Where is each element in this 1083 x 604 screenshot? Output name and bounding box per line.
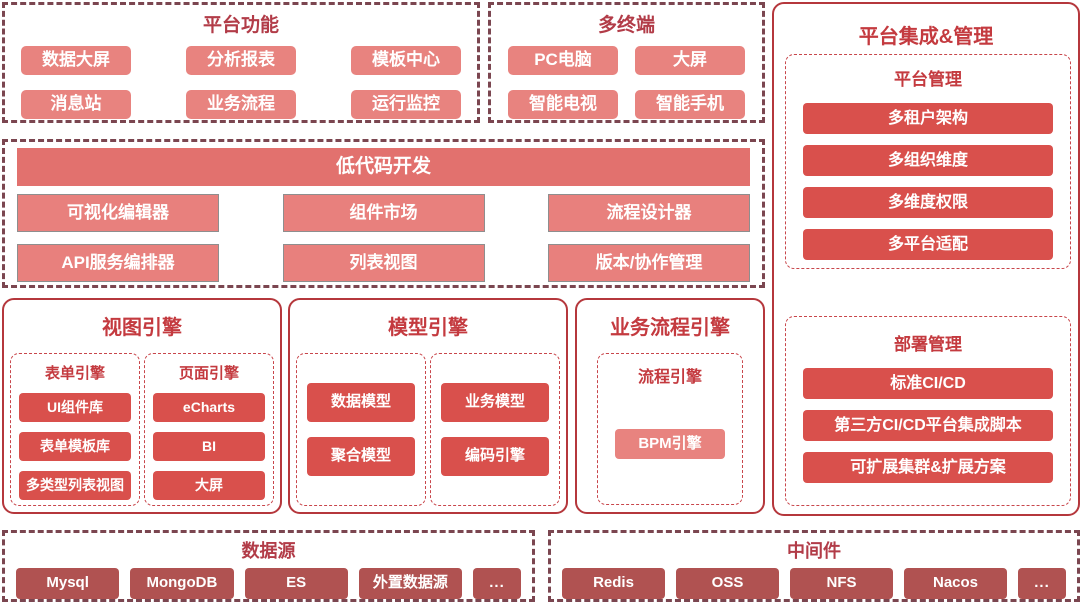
es-block: ES [244,568,348,599]
form-engine-title: 表单引擎 [44,365,105,382]
multi-terminal-title: 多终端 [597,15,655,36]
model-engine-left-group: 数据模型 聚合模型 [296,353,426,506]
bpm-engine-block: BPM引擎 [615,429,725,459]
model-engine-section: 模型引擎 数据模型 聚合模型 业务模型 编码引擎 [288,298,568,514]
low-code-title-bar: 低代码开发 [17,148,750,186]
platform-mgmt-group: 平台管理 多租户架构 多组织维度 多维度权限 多平台适配 [785,54,1071,269]
version-collab-block: 版本/协作管理 [548,244,750,282]
api-orchestrator-block: API服务编排器 [17,244,219,282]
business-model-block: 业务模型 [441,383,549,422]
message-station-block: 消息站 [21,90,131,119]
platform-features-grid: 数据大屏 分析报表 模板中心 消息站 业务流程 运行监控 [21,46,461,119]
view-engine-groups: 表单引擎 UI组件库 表单模板库 多类型列表视图 页面引擎 eCharts BI… [4,353,280,506]
pc-block: PC电脑 [508,46,618,75]
oss-block: OSS [676,568,779,599]
flow-engine-title: 流程引擎 [637,369,702,386]
platform-features-title: 平台功能 [202,15,279,36]
middleware-row: Redis OSS NFS Nacos ... [562,568,1066,599]
operation-monitor-block: 运行监控 [351,90,461,119]
middleware-section: 中间件 Redis OSS NFS Nacos ... [548,530,1080,602]
multi-org-block: 多组织维度 [803,145,1053,176]
deploy-mgmt-title: 部署管理 [894,335,962,354]
form-engine-group: 表单引擎 UI组件库 表单模板库 多类型列表视图 [10,353,140,506]
model-engine-title: 模型引擎 [388,317,468,339]
multi-permission-block: 多维度权限 [803,187,1053,218]
multi-tenant-block: 多租户架构 [803,103,1053,134]
smart-tv-block: 智能电视 [508,90,618,119]
low-code-grid: 可视化编辑器 组件市场 流程设计器 API服务编排器 列表视图 版本/协作管理 [15,194,752,282]
analytics-report-block: 分析报表 [186,46,296,75]
scalable-cluster-block: 可扩展集群&扩展方案 [803,452,1053,483]
deploy-mgmt-group: 部署管理 标准CI/CD 第三方CI/CD平台集成脚本 可扩展集群&扩展方案 [785,316,1071,506]
view-engine-section: 视图引擎 表单引擎 UI组件库 表单模板库 多类型列表视图 页面引擎 eChar… [2,298,282,514]
platform-features-section: 平台功能 数据大屏 分析报表 模板中心 消息站 业务流程 运行监控 [2,2,480,123]
big-screen-block: 大屏 [635,46,745,75]
data-model-block: 数据模型 [307,383,415,422]
low-code-section: 低代码开发 可视化编辑器 组件市场 流程设计器 API服务编排器 列表视图 版本… [2,139,765,288]
process-designer-block: 流程设计器 [548,194,750,232]
business-flow-block: 业务流程 [186,90,296,119]
view-engine-title: 视图引擎 [102,317,182,339]
datasource-more-block: ... [473,568,521,599]
bi-block: BI [153,432,265,461]
component-market-block: 组件市场 [282,194,485,232]
data-sources-section: 数据源 Mysql MongoDB ES 外置数据源 ... [2,530,535,602]
coding-engine-block: 编码引擎 [441,437,549,476]
ui-component-lib-block: UI组件库 [19,393,131,422]
visual-editor-block: 可视化编辑器 [17,194,219,232]
model-engine-right-group: 业务模型 编码引擎 [430,353,560,506]
platform-integration-title: 平台集成&管理 [858,26,994,48]
standard-cicd-block: 标准CI/CD [803,368,1053,399]
data-bigscreen-block: 数据大屏 [21,46,131,75]
echarts-block: eCharts [153,393,265,422]
mysql-block: Mysql [16,568,120,599]
list-view-block: 列表视图 [282,244,485,282]
nfs-block: NFS [790,568,893,599]
middleware-more-block: ... [1018,568,1066,599]
platform-mgmt-title: 平台管理 [894,70,962,89]
model-engine-groups: 数据模型 聚合模型 业务模型 编码引擎 [290,353,566,506]
dashboard-block: 大屏 [153,471,265,500]
process-engine-title: 业务流程引擎 [610,317,730,339]
process-engine-section: 业务流程引擎 流程引擎 BPM引擎 [575,298,765,514]
aggregate-model-block: 聚合模型 [307,437,415,476]
multi-list-view-block: 多类型列表视图 [19,471,131,500]
multi-terminal-section: 多终端 PC电脑 大屏 智能电视 智能手机 [488,2,765,123]
smart-phone-block: 智能手机 [635,90,745,119]
mongodb-block: MongoDB [130,568,234,599]
data-sources-title: 数据源 [241,541,296,561]
middleware-title: 中间件 [787,541,841,561]
redis-block: Redis [562,568,665,599]
external-datasource-block: 外置数据源 [358,568,462,599]
multi-terminal-grid: PC电脑 大屏 智能电视 智能手机 [508,46,745,119]
thirdparty-cicd-block: 第三方CI/CD平台集成脚本 [803,410,1053,441]
template-center-block: 模板中心 [351,46,461,75]
platform-integration-section: 平台集成&管理 平台管理 多租户架构 多组织维度 多维度权限 多平台适配 部署管… [772,2,1080,516]
flow-engine-group: 流程引擎 BPM引擎 [597,353,743,505]
data-sources-row: Mysql MongoDB ES 外置数据源 ... [16,568,521,599]
page-engine-title: 页面引擎 [178,365,239,382]
form-template-lib-block: 表单模板库 [19,432,131,461]
page-engine-group: 页面引擎 eCharts BI 大屏 [144,353,274,506]
nacos-block: Nacos [904,568,1007,599]
multi-platform-block: 多平台适配 [803,229,1053,260]
